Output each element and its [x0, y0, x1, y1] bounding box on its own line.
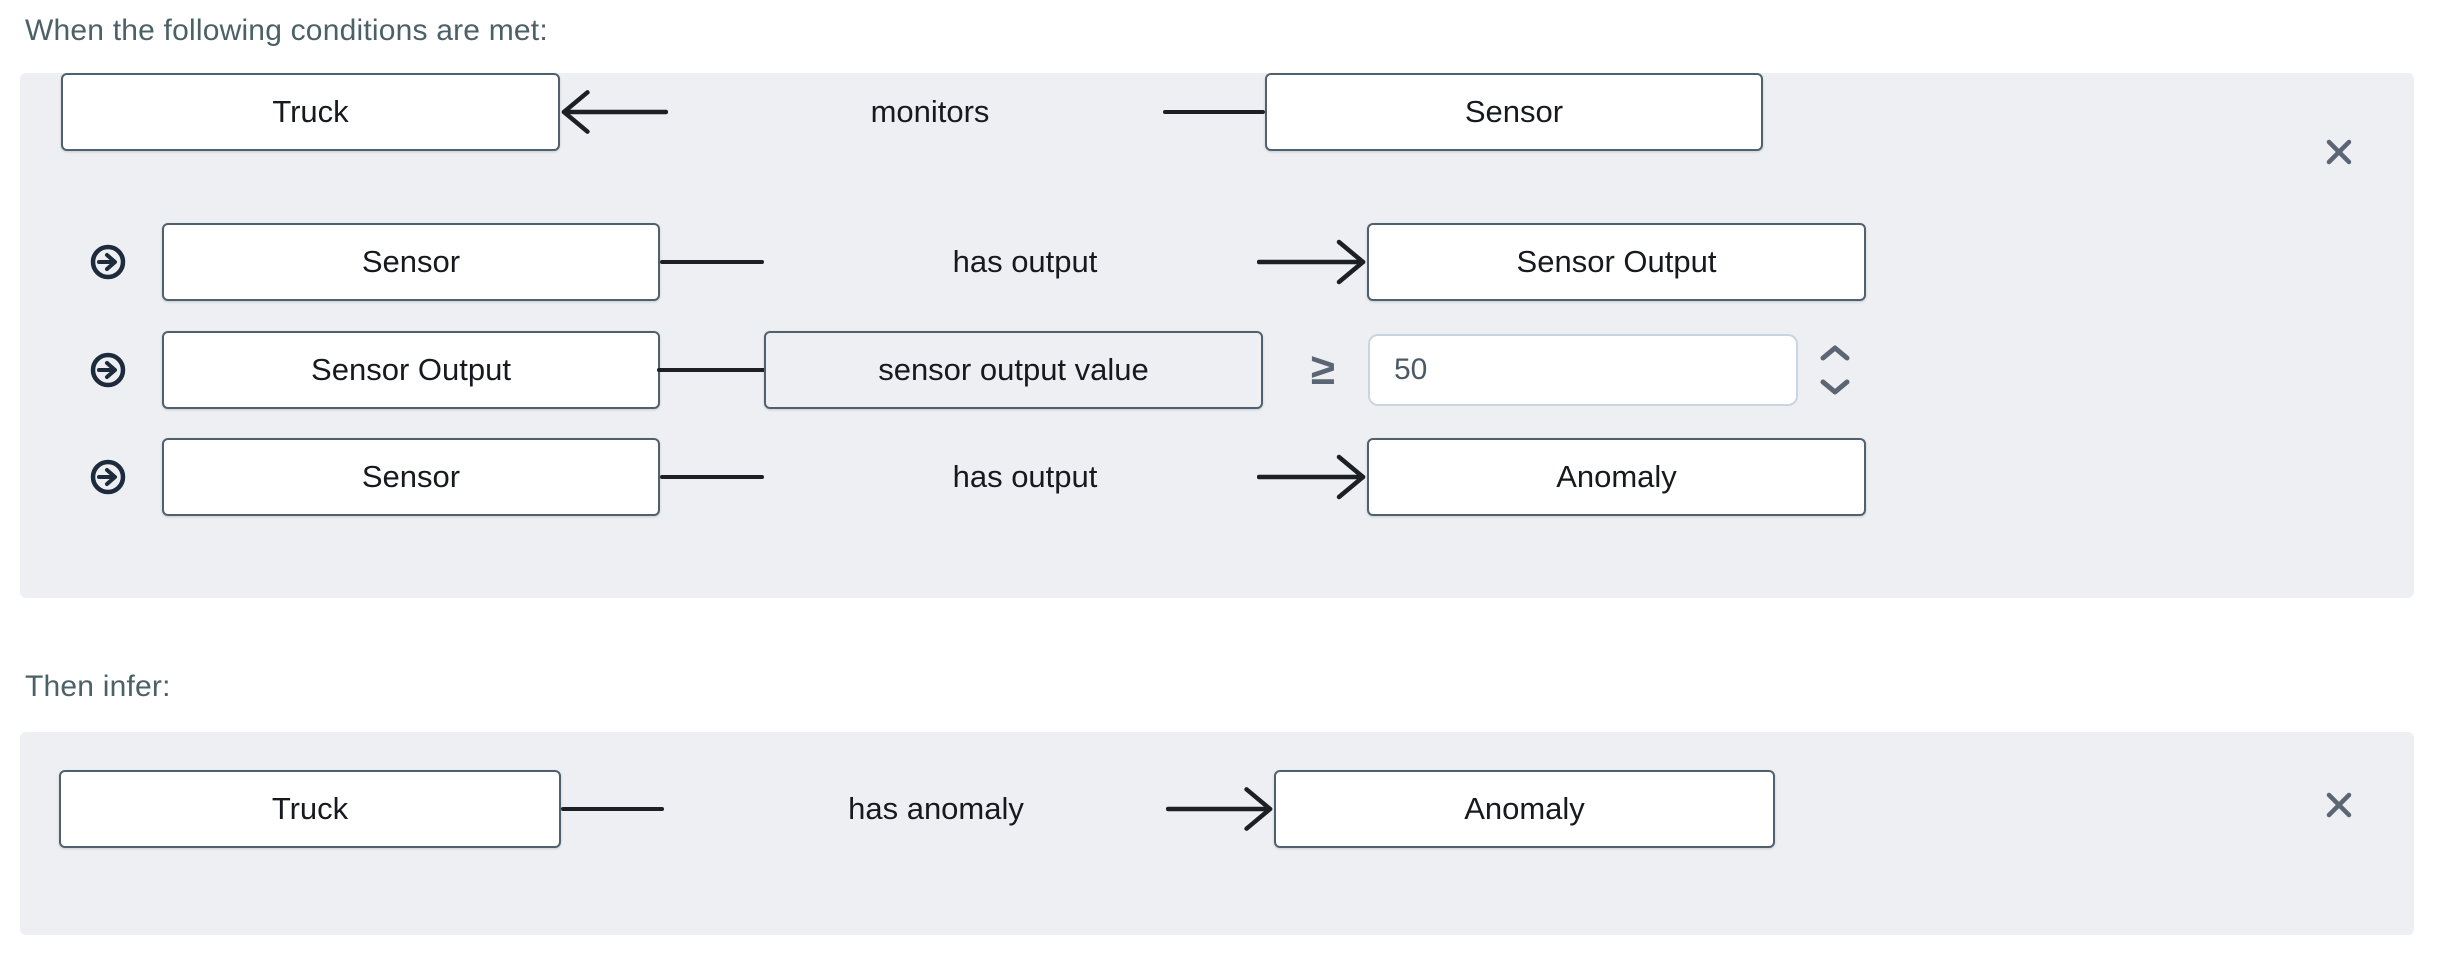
inference-panel: Truck has anomaly Anomaly — [20, 732, 2414, 935]
entity-node-sensor[interactable]: Sensor — [162, 438, 660, 516]
arrow-right-circle-icon — [89, 458, 127, 496]
condition-row: Sensor Output sensor output value ≥ — [20, 331, 2414, 409]
operator-label: ≥ — [1310, 345, 1336, 394]
conditions-panel: Truck monitors Sensor Sensor has output … — [20, 73, 2414, 598]
arrow-right-circle-icon — [89, 351, 127, 389]
entity-node-truck[interactable]: Truck — [61, 73, 560, 151]
condition-row: Truck monitors Sensor — [20, 73, 2414, 151]
arrow-right-icon — [1166, 781, 1274, 837]
connector-line — [657, 368, 766, 372]
connector-line — [561, 807, 664, 811]
arrow-left-icon — [560, 84, 668, 140]
entity-node-anomaly[interactable]: Anomaly — [1274, 770, 1775, 848]
entity-node-sensor[interactable]: Sensor — [1265, 73, 1763, 151]
entity-node-anomaly[interactable]: Anomaly — [1367, 438, 1866, 516]
entity-node-sensor-output[interactable]: Sensor Output — [162, 331, 660, 409]
inference-close-button[interactable] — [2322, 788, 2356, 822]
condition-row: Sensor has output Sensor Output — [20, 223, 2414, 301]
chevron-up-icon — [1820, 345, 1850, 361]
predicate-label: has output — [952, 459, 1098, 494]
connector-line — [1163, 110, 1265, 114]
close-icon — [2326, 792, 2352, 818]
conditions-close-button[interactable] — [2322, 135, 2356, 169]
close-icon — [2326, 139, 2352, 165]
value-input[interactable] — [1368, 334, 1798, 406]
property-node-sensor-output-value[interactable]: sensor output value — [764, 331, 1263, 409]
stepper-up-button[interactable] — [1818, 341, 1852, 365]
inference-row: Truck has anomaly Anomaly — [20, 770, 2414, 848]
entity-node-sensor-output[interactable]: Sensor Output — [1367, 223, 1866, 301]
number-stepper — [1818, 341, 1852, 399]
arrow-right-icon — [1257, 234, 1367, 290]
entity-node-sensor[interactable]: Sensor — [162, 223, 660, 301]
arrow-right-icon — [1257, 449, 1367, 505]
inference-heading: Then infer: — [25, 670, 171, 703]
connector-line — [660, 260, 764, 264]
entity-node-truck[interactable]: Truck — [59, 770, 561, 848]
arrow-right-circle-icon — [89, 243, 127, 281]
condition-row: Sensor has output Anomaly — [20, 438, 2414, 516]
connector-line — [660, 475, 764, 479]
predicate-label: has anomaly — [848, 791, 1024, 826]
conditions-heading: When the following conditions are met: — [25, 14, 548, 47]
predicate-label: monitors — [870, 94, 990, 129]
stepper-down-button[interactable] — [1818, 375, 1852, 399]
chevron-down-icon — [1820, 379, 1850, 395]
predicate-label: has output — [952, 244, 1098, 279]
